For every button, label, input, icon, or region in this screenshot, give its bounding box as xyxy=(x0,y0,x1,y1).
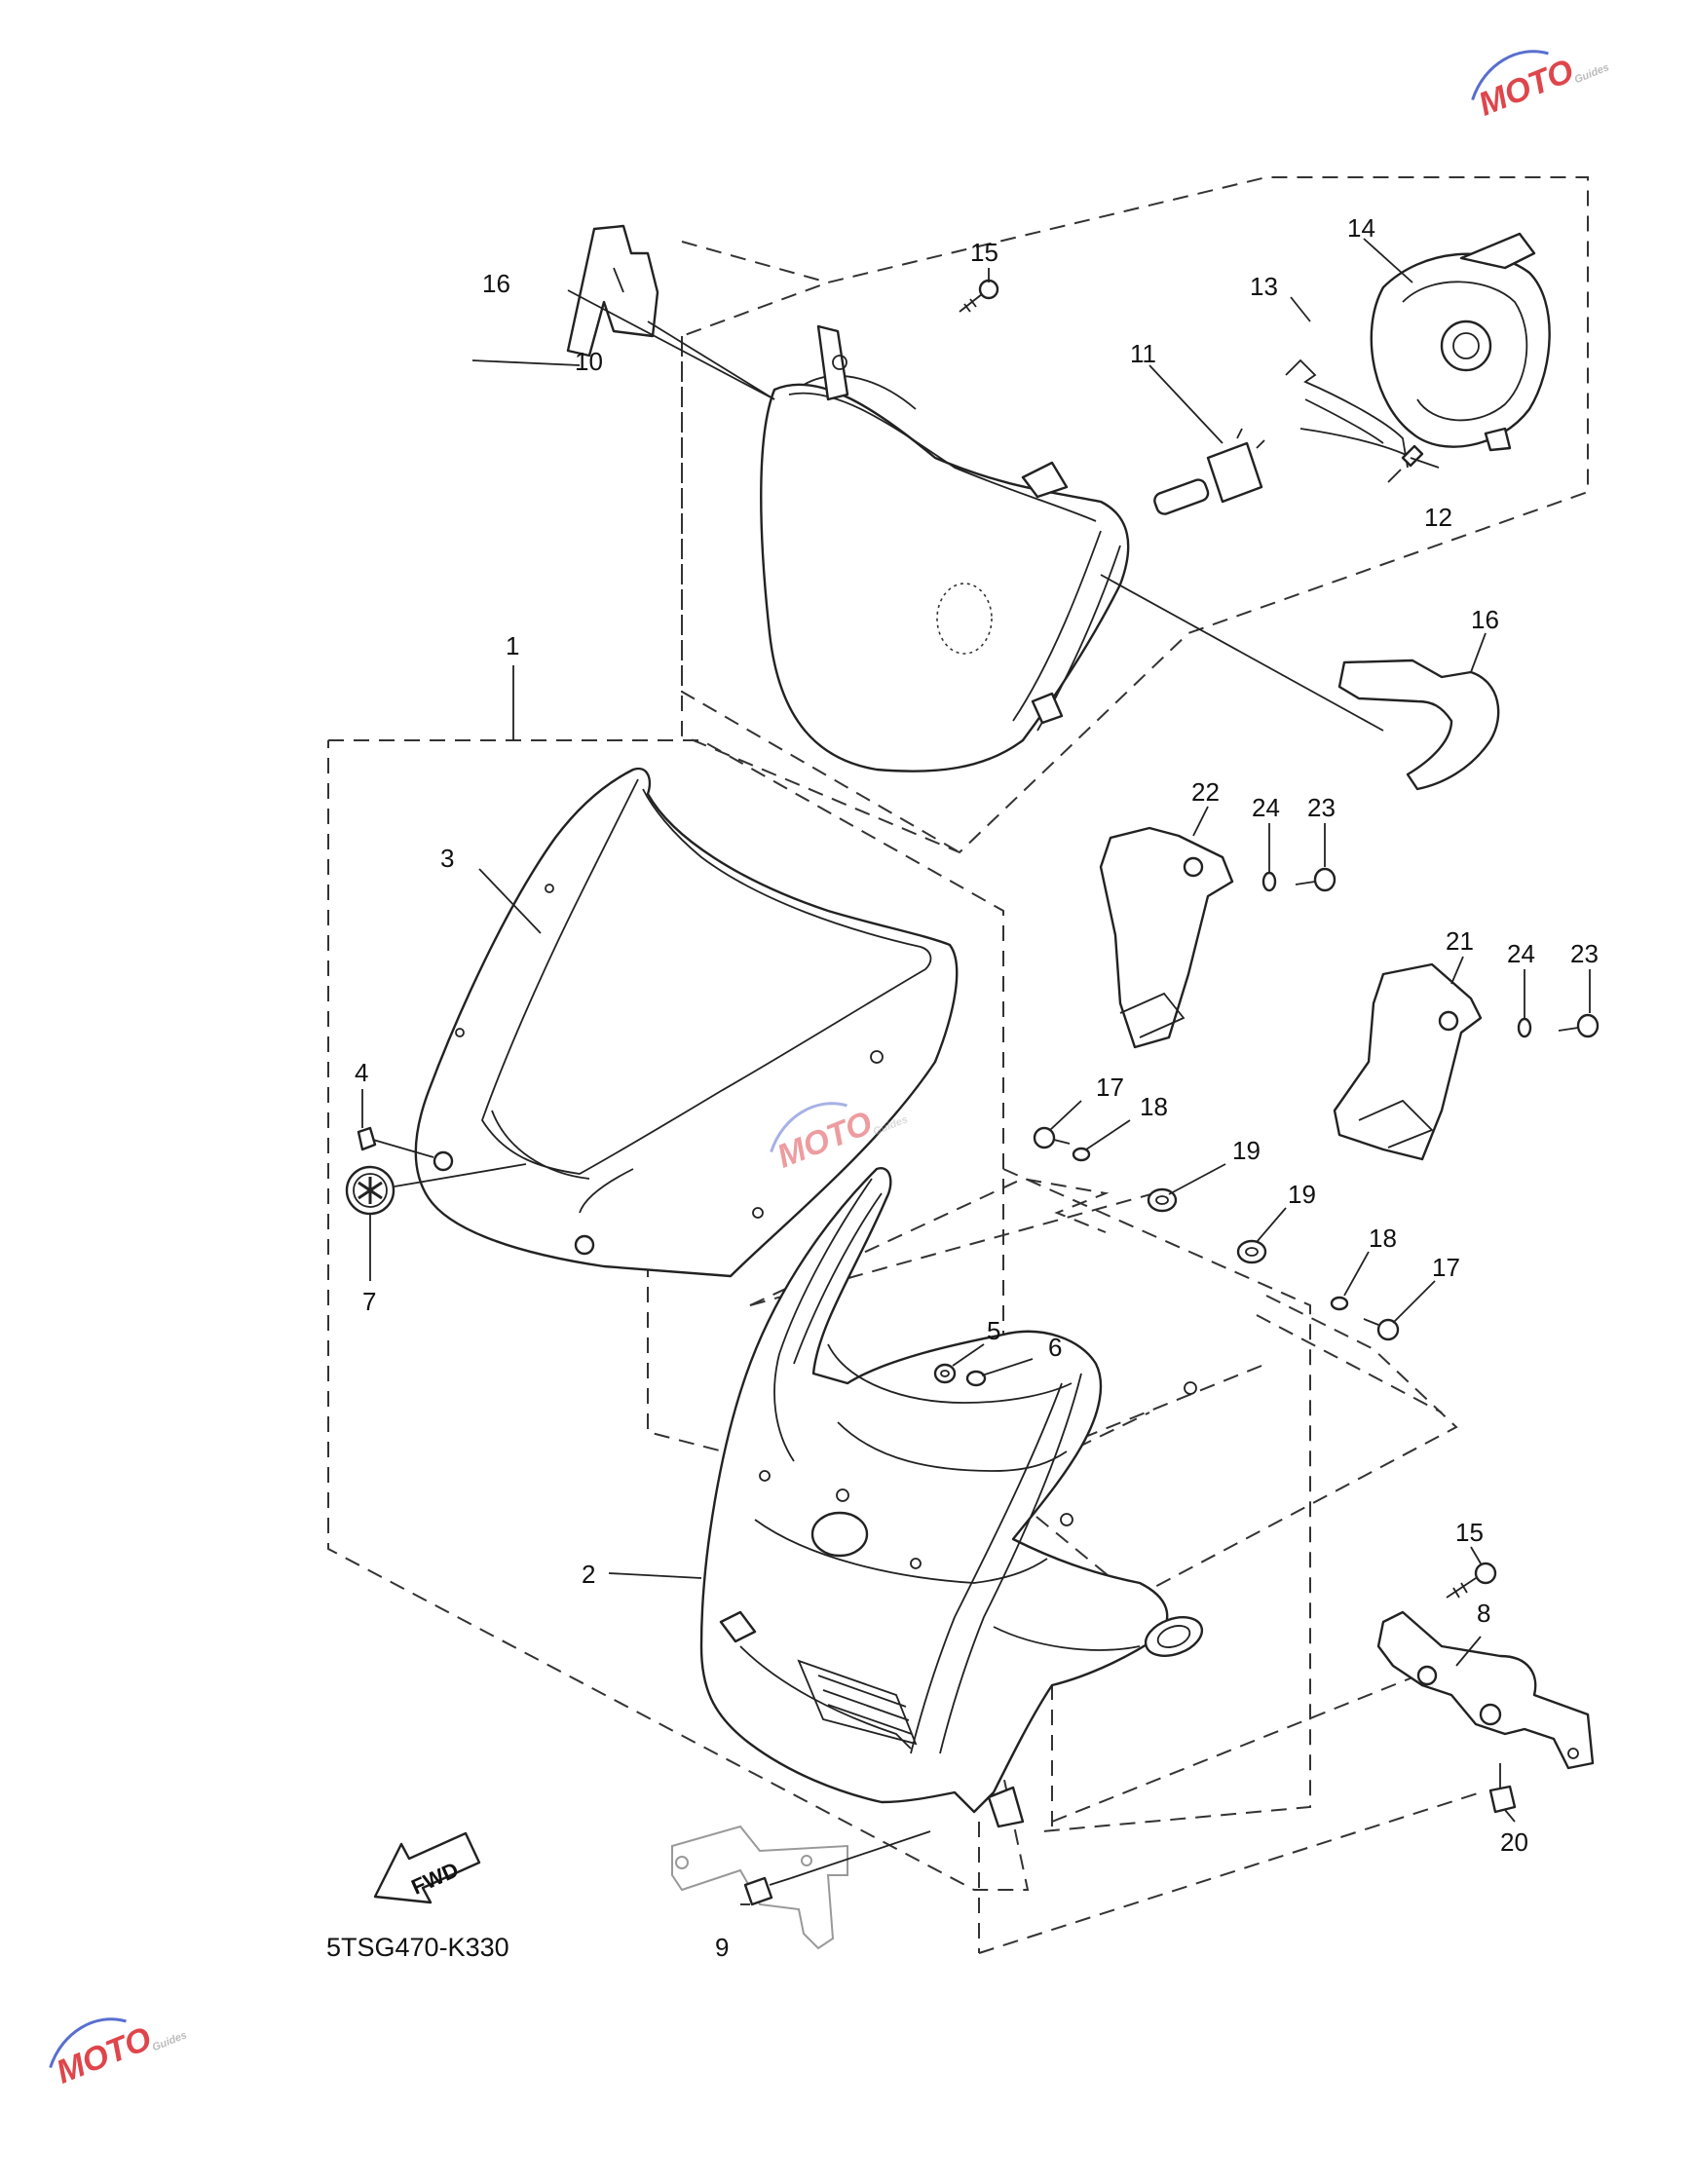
callout-16-right: 16 xyxy=(1471,605,1499,634)
collar-19b xyxy=(1236,1239,1267,1264)
washer-24b xyxy=(1517,1017,1532,1038)
headlight-bulb xyxy=(1153,428,1265,515)
callout-15-top: 15 xyxy=(970,238,998,267)
callout-23-lower: 23 xyxy=(1570,939,1599,968)
callout-18-right: 18 xyxy=(1369,1224,1397,1253)
callout-2: 2 xyxy=(582,1560,595,1589)
callout-17-left: 17 xyxy=(1096,1073,1124,1102)
callout-14: 14 xyxy=(1347,213,1375,243)
watermark-subtext-top: Guides xyxy=(1573,61,1611,86)
callout-16-top: 16 xyxy=(482,269,510,298)
screw-top xyxy=(959,279,999,313)
mounting-bracket xyxy=(1376,1610,1595,1770)
callout-19-left: 19 xyxy=(1232,1136,1261,1165)
callout-20: 20 xyxy=(1500,1827,1528,1857)
adjuster-screw xyxy=(1387,444,1424,483)
callout-13: 13 xyxy=(1250,272,1278,301)
callout-12: 12 xyxy=(1424,503,1452,532)
washer-24a xyxy=(1261,871,1277,892)
screw-lower xyxy=(1446,1562,1497,1599)
callout-21: 21 xyxy=(1446,926,1474,956)
nut-5 xyxy=(933,1363,957,1384)
callout-3: 3 xyxy=(440,844,454,873)
cover-16-right xyxy=(1337,659,1500,791)
callout-23-top: 23 xyxy=(1307,793,1336,822)
bolt-23b xyxy=(1558,1013,1600,1038)
callout-4: 4 xyxy=(355,1058,368,1087)
callout-7: 7 xyxy=(362,1287,376,1316)
callout-19-right: 19 xyxy=(1288,1180,1316,1209)
watermark-logo-bottom: MOTO Guides xyxy=(49,2017,189,2091)
callout-18-left: 18 xyxy=(1140,1092,1168,1121)
bulb-retaining-spring xyxy=(1285,358,1413,469)
watermark-text-bottom: MOTO xyxy=(52,2019,157,2090)
callout-22: 22 xyxy=(1191,777,1220,807)
bolt-23a xyxy=(1295,867,1336,892)
washer-18b xyxy=(1330,1296,1349,1311)
bolt-17b xyxy=(1363,1318,1400,1341)
drawing-code: 5TSG470-K330 xyxy=(326,1933,509,1962)
emblem xyxy=(345,1163,527,1216)
callout-24-lower: 24 xyxy=(1507,939,1535,968)
front-cowl xyxy=(699,1167,1204,1828)
callout-17-right: 17 xyxy=(1432,1253,1460,1282)
callout-24-top: 24 xyxy=(1252,793,1280,822)
headlight-assembly-box xyxy=(681,176,1589,854)
callout-5: 5 xyxy=(987,1316,1000,1345)
callout-8: 8 xyxy=(1477,1599,1490,1628)
washer-18a xyxy=(1072,1147,1091,1162)
callout-9: 9 xyxy=(715,1933,729,1962)
leader-lines xyxy=(361,238,1591,1905)
callout-1: 1 xyxy=(506,631,519,660)
callout-6: 6 xyxy=(1048,1333,1062,1362)
cowl-stay-22 xyxy=(1099,826,1234,1049)
watermark-text-top: MOTO xyxy=(1474,52,1579,123)
callout-10: 10 xyxy=(575,347,603,376)
watermark-subtext-bottom: Guides xyxy=(151,2029,189,2053)
grommet xyxy=(357,1126,434,1158)
bolt-17a xyxy=(1033,1126,1071,1149)
washer-6 xyxy=(965,1370,987,1387)
headlight-body xyxy=(760,324,1130,772)
watermark-logo-top: MOTO Guides xyxy=(1471,50,1611,124)
bolt-9 xyxy=(743,1830,931,1906)
callout-labels: 1 2 3 4 5 6 7 8 9 10 11 12 13 14 15 15 1… xyxy=(355,213,1599,1962)
callout-11: 11 xyxy=(1130,339,1156,368)
forward-arrow: FWD xyxy=(373,1831,481,1904)
cowl-stay-21 xyxy=(1333,962,1483,1161)
collar-19a xyxy=(1147,1187,1178,1213)
headlight-socket-cover xyxy=(1370,232,1551,452)
bolt-20 xyxy=(1488,1763,1517,1814)
windscreen xyxy=(414,767,959,1278)
cover-16-top xyxy=(566,224,659,358)
callout-15-lower: 15 xyxy=(1455,1518,1484,1547)
